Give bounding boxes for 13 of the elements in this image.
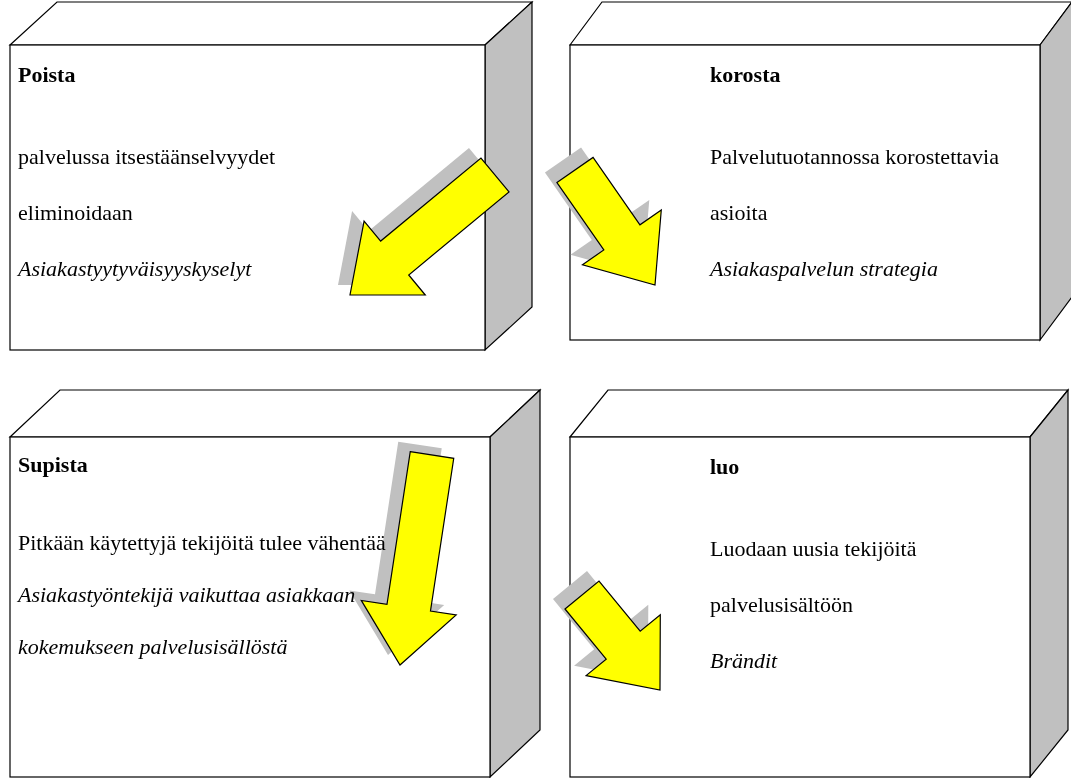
text: Asiakastyöntekijä vaikuttaa asiakkaan bbox=[18, 581, 357, 609]
text: Asiakastyytyväisyyskyselyt bbox=[18, 255, 253, 283]
heading: korosta bbox=[710, 61, 782, 89]
heading: luo bbox=[710, 453, 741, 481]
text: kokemukseen palvelusisällöstä bbox=[18, 633, 289, 661]
heading: Supista bbox=[18, 451, 89, 479]
heading: Poista bbox=[18, 61, 77, 89]
text: Brändit bbox=[710, 647, 779, 675]
text: Pitkään käytettyjä tekijöitä tulee vähentää bbox=[18, 529, 387, 557]
text: Asiakaspalvelun strategia bbox=[710, 255, 939, 283]
text: palvelussa itsestäänselvyydet eliminoidaan bbox=[18, 143, 277, 227]
text: Palvelutuotannossa korostettavia asioita bbox=[710, 143, 1000, 227]
text: Luodaan uusia tekijöitä palvelusisältöön bbox=[710, 535, 918, 619]
